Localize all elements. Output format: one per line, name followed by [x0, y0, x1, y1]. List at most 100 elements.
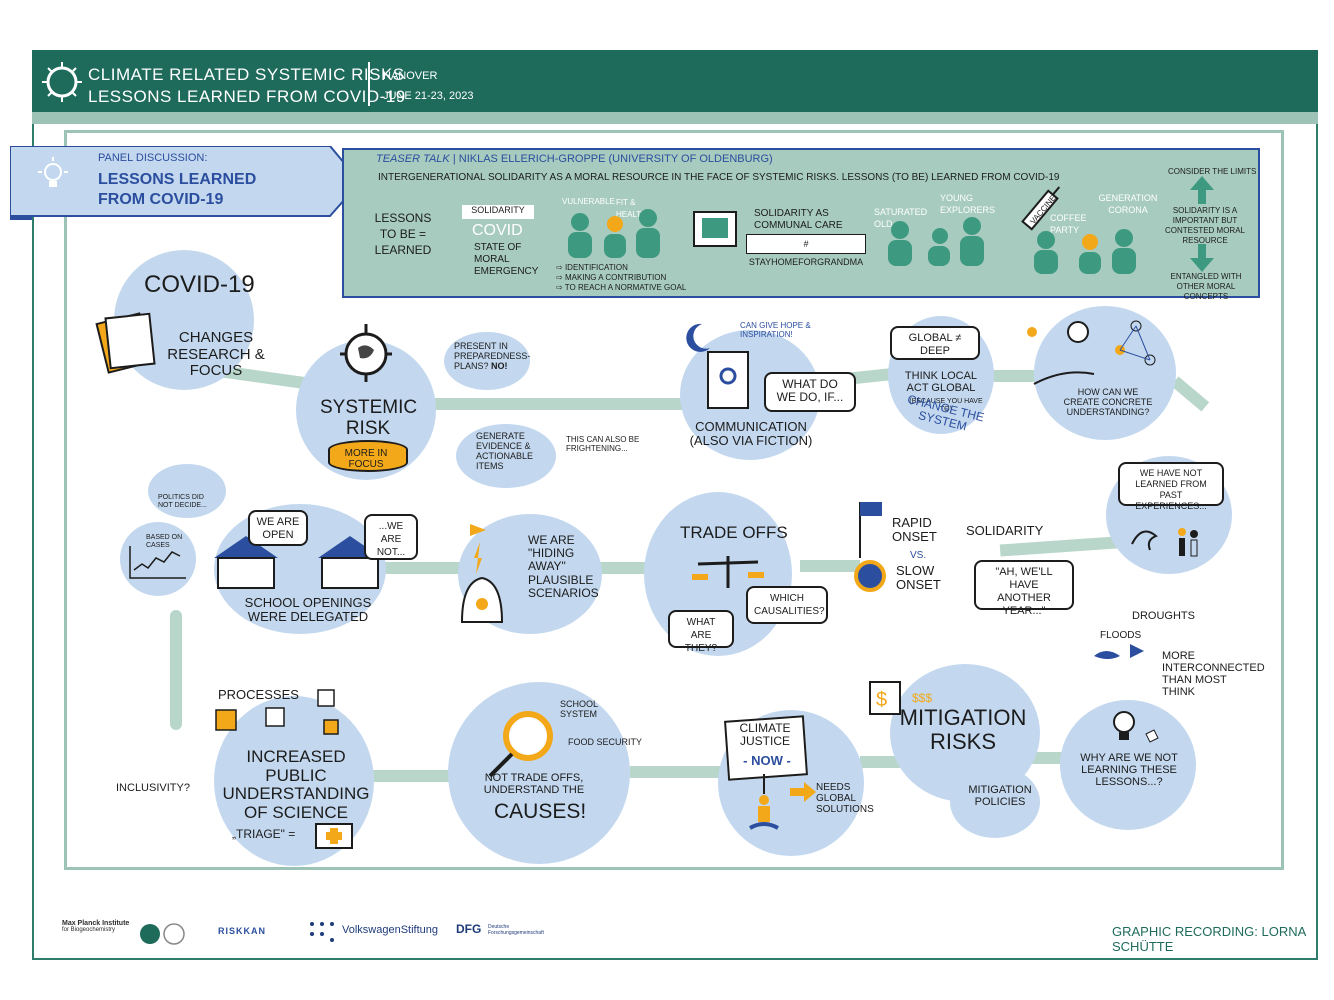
- mit-policies-circle: [950, 766, 1040, 838]
- we-are-not-bubble: ...We are not...: [364, 514, 418, 560]
- book-icon: [707, 351, 749, 409]
- present-label: Present in preparedness-plans? No!: [454, 341, 531, 371]
- path-seg-7: [800, 560, 860, 572]
- school-system-label: School system: [560, 699, 598, 719]
- school-openings-label: School openings were delegated: [244, 595, 372, 625]
- line-chart-icon: [129, 546, 186, 579]
- solidarity-points: ⇨ Identification ⇨ Making a contribution…: [556, 263, 687, 292]
- floods-label: Floods: [1100, 630, 1142, 641]
- coffee-label: Coffee party: [1050, 213, 1087, 235]
- another-year-bubble: "Ah, we'll have another year...": [974, 560, 1074, 617]
- tradeoffs-title: Trade offs: [680, 523, 788, 542]
- we-are-open-bubble: We are open: [248, 510, 308, 546]
- people-group-3-icon: [1034, 229, 1136, 274]
- tablet-icon: [693, 211, 737, 247]
- causes-label: causes!: [494, 800, 587, 823]
- covid-title: Covid-19: [144, 271, 255, 298]
- arrow-right-icon: [790, 782, 816, 802]
- protester-icon: [749, 774, 779, 830]
- svg-text:$: $: [876, 689, 887, 711]
- first-aid-kit-icon: [315, 823, 353, 849]
- droughts-label: Droughts: [1132, 610, 1195, 622]
- wave-people-icon: [1131, 528, 1198, 557]
- broken-bulb-icon: [1113, 711, 1159, 743]
- contested-label: Solidarity is a important but contested …: [1164, 206, 1245, 245]
- politics-label: Politics did not decide...: [158, 494, 207, 509]
- concrete-label: How can we create concrete understanding…: [1063, 387, 1153, 417]
- climate-justice-label: Climate Justice: [739, 721, 791, 749]
- not-trade-offs-label: Not trade offs, understand the: [483, 772, 585, 797]
- teaser-topic: Intergenerational solidarity as a moral …: [378, 172, 1060, 183]
- needs-global-label: Needs global solutions: [816, 782, 874, 815]
- causalities-bubble: Which causalities?: [746, 586, 828, 624]
- dfg-logo: DFG: [456, 922, 482, 936]
- magnifier-icon: [488, 711, 553, 778]
- politics-circle: [148, 464, 226, 518]
- lightbulb-network-icon: [1027, 320, 1156, 385]
- virus-globe-icon: [340, 324, 392, 382]
- path-seg-13: [860, 756, 900, 768]
- hiding-label: We are "hiding away" plausible scenarios: [528, 533, 599, 600]
- interconnected-label: More interconnected than most think: [1162, 650, 1265, 699]
- money-icon: $ $$$: [869, 681, 932, 715]
- panel-subtitle: Panel Discussion:: [98, 152, 208, 164]
- vulnerable-label: Vulnerable: [562, 197, 615, 206]
- mpi-logo: Max Planck Institute for Biogeochemistry: [62, 920, 130, 933]
- entangled-label: Entangled with other moral concepts: [1170, 272, 1242, 301]
- processes-label: Processes: [218, 687, 299, 702]
- young-label: Young explorers: [940, 193, 996, 215]
- double-arrow-icon: [1190, 176, 1214, 272]
- path-seg-8: [590, 562, 660, 574]
- header-bar: [32, 50, 1318, 122]
- not-learned-bubble: We have not learned from past experience…: [1118, 462, 1224, 511]
- moon-icon: [686, 323, 710, 352]
- covid-text: Changes research & focus: [167, 329, 265, 379]
- mpi-emblem-icon: [140, 923, 185, 945]
- triage-label: „Triage" =: [232, 827, 296, 841]
- frightening-label: This can also be frightening...: [566, 435, 640, 453]
- causes-circle: [448, 682, 630, 864]
- hope-label: Can give hope & inspiration!: [740, 321, 811, 339]
- solidarity-flag: Solidarity: [462, 205, 534, 219]
- water-icon: [1094, 644, 1144, 659]
- volkswagen-logo: VolkswagenStiftung: [342, 924, 439, 936]
- food-security-label: Food security: [568, 737, 643, 747]
- rapid-onset-label: Rapid onset: [892, 515, 937, 545]
- slow-onset-label: Slow onset: [896, 563, 941, 593]
- systemic-title: Systemic risk: [320, 397, 418, 439]
- dfg-sub: Deutsche Forschungsgemeinschaft: [488, 924, 544, 936]
- lessons-label: Lessons to be = learned: [374, 211, 432, 257]
- path-seg-10: [170, 610, 182, 730]
- plane-nuclear-icon: [460, 524, 504, 623]
- panel-frame: [64, 130, 1284, 870]
- notepad-icon: [95, 312, 156, 374]
- path-seg-12: [630, 766, 720, 778]
- header-strip: [32, 112, 1318, 124]
- panel-title: Lessons Learnedfrom Covid-19: [98, 171, 257, 208]
- because-label: (because you have to): [909, 398, 983, 413]
- communal-care-label: Solidarity as communal care: [754, 208, 843, 231]
- path-seg-2: [430, 398, 690, 410]
- school-buildings-icon: [214, 536, 382, 589]
- vs-label: vs.: [910, 550, 927, 561]
- header-divider: [368, 62, 370, 106]
- more-in-focus-label: More in focus: [344, 448, 388, 470]
- now-label: - Now -: [743, 753, 791, 768]
- credit-label: Graphic Recording: Lorna Schütte: [1112, 924, 1306, 954]
- teaser-box: [342, 148, 1260, 298]
- path-seg-11: [370, 770, 460, 782]
- inclusivity-label: Inclusivity?: [116, 782, 190, 794]
- mitigation-title: Mitigation risks: [899, 705, 1027, 755]
- hashtag-label: # stayhomeforgrandma: [746, 234, 866, 267]
- flag-globe-fire-icon: [854, 502, 886, 592]
- public-understanding-label: Increased public understanding of scienc…: [222, 747, 370, 823]
- think-local-label: Think local act global: [904, 370, 978, 395]
- vaccine-syringe-icon: [1021, 186, 1061, 231]
- mit-policies-label: Mitigation policies: [968, 784, 1032, 809]
- fit-label: fit & healthy: [616, 198, 653, 219]
- process-flow-icon: [215, 689, 339, 735]
- saturated-label: Saturated old: [874, 207, 928, 229]
- svg-text:$$$: $$$: [912, 691, 932, 705]
- teaser-header: Teaser Talk | Niklas Ellerich-Groppe (Un…: [376, 153, 773, 165]
- why-label: Why are we not learning these lessons...…: [1080, 752, 1178, 789]
